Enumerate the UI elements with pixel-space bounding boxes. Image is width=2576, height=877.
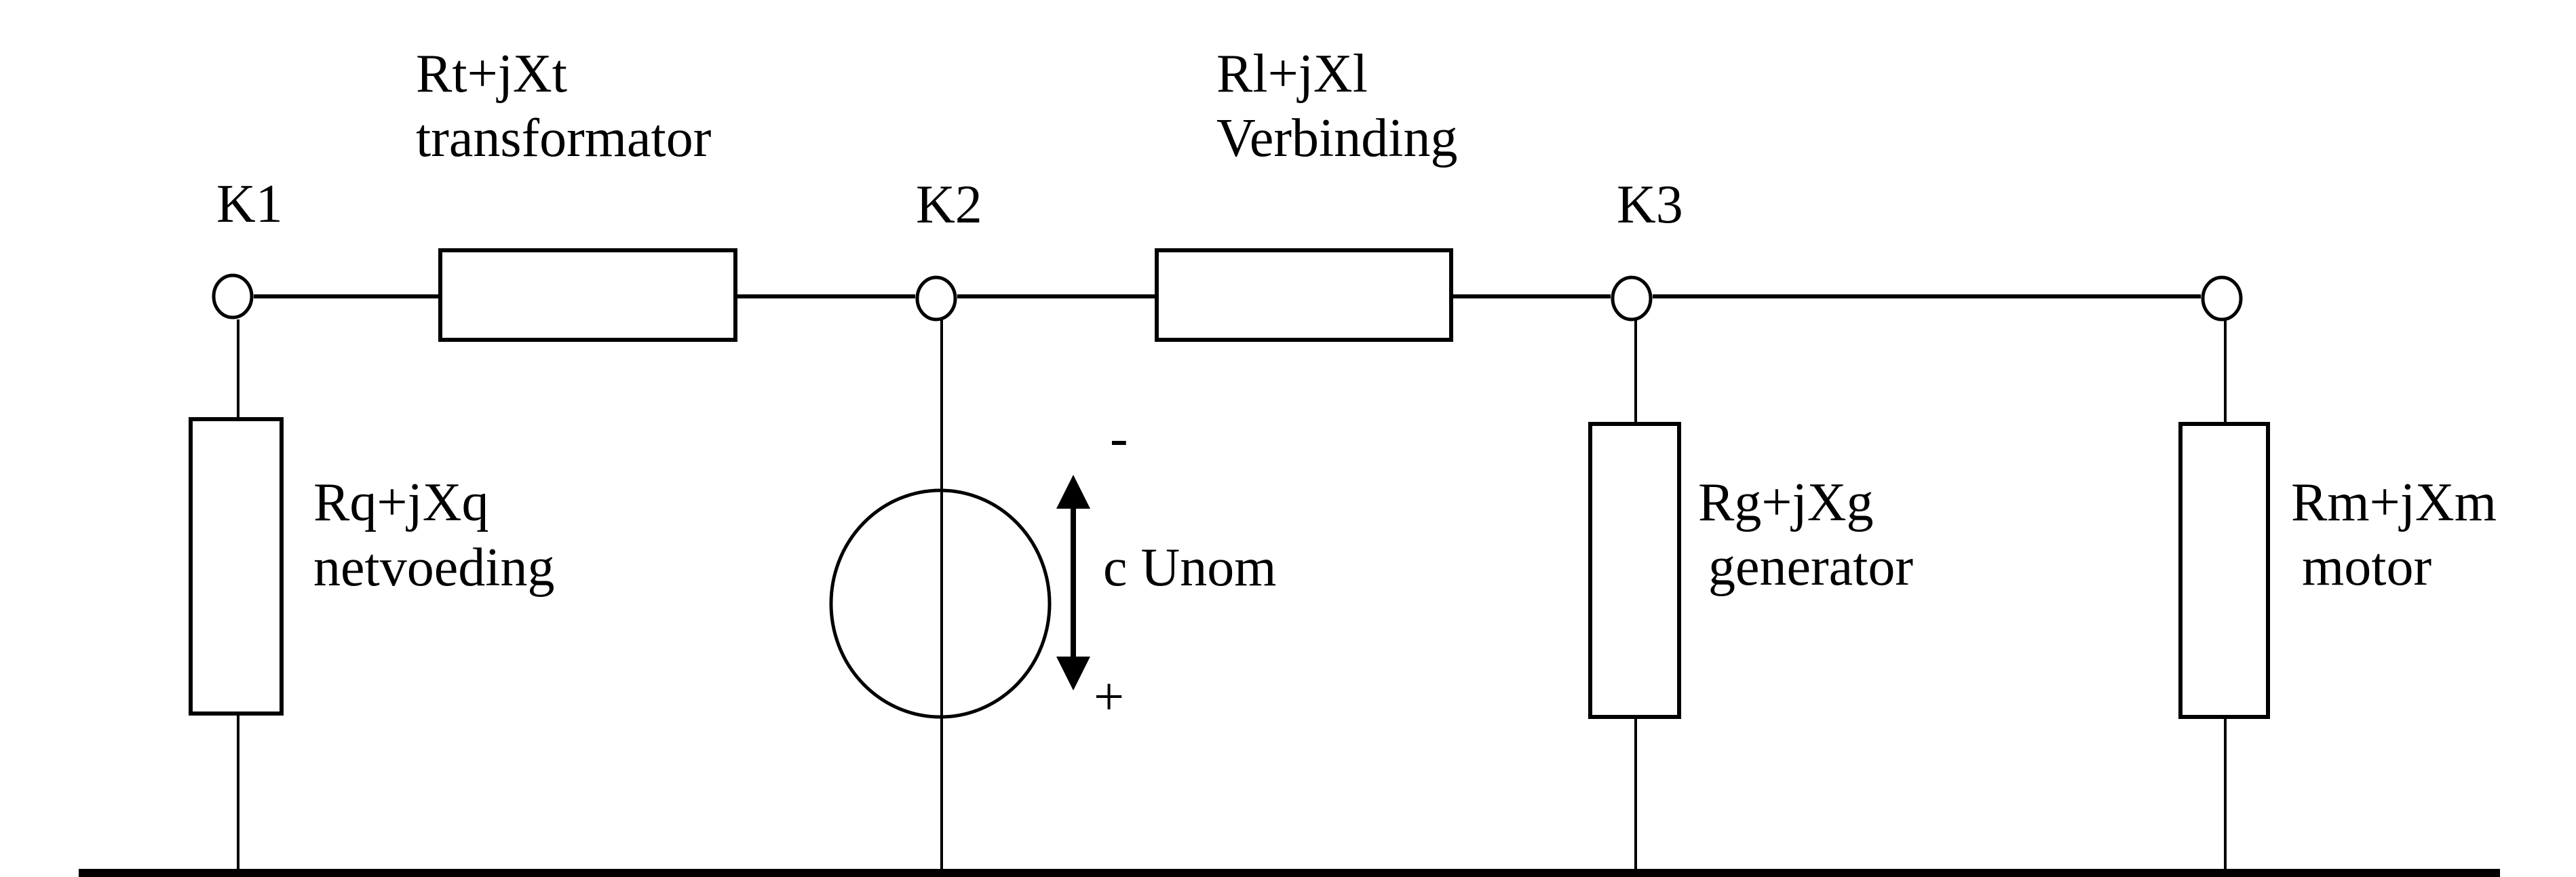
network-feed-impedance	[189, 417, 284, 716]
line-impedance	[1155, 248, 1453, 342]
voltage-arrow-up-icon	[1056, 475, 1090, 509]
node-k3-terminal[interactable]	[1611, 275, 1653, 321]
node-label-k3: K3	[1617, 175, 1683, 235]
transformer-formula: Rt+jXt	[416, 44, 567, 104]
transformer-name: transformator	[416, 109, 711, 168]
voltage-minus-sign: -	[1110, 408, 1128, 468]
node-k1-terminal[interactable]	[212, 273, 254, 319]
voltage-arrow-down-icon	[1056, 657, 1090, 690]
node-label-k2: K2	[916, 175, 982, 235]
motor-impedance	[2178, 422, 2270, 719]
node-k2-terminal[interactable]	[915, 275, 957, 321]
line-formula: Rl+jXl	[1216, 44, 1368, 104]
generator-impedance	[1588, 422, 1681, 719]
voltage-plus-sign: +	[1094, 667, 1124, 727]
voltage-source-icon	[829, 488, 1052, 719]
transformer-impedance	[438, 248, 737, 342]
voltage-source-label: c Unom	[1103, 538, 1277, 598]
generator-name: generator	[1708, 537, 1913, 597]
generator-formula: Rg+jXg	[1698, 473, 1873, 532]
node-k4-terminal[interactable]	[2201, 275, 2243, 321]
network-feed-name: netvoeding	[313, 538, 554, 598]
network-feed-formula: Rq+jXq	[313, 473, 488, 532]
motor-formula: Rm+jXm	[2291, 473, 2497, 532]
node-label-k1: K1	[216, 174, 283, 234]
line-name: Verbinding	[1216, 109, 1458, 168]
motor-name: motor	[2302, 537, 2431, 597]
ground-bus	[79, 869, 2500, 877]
